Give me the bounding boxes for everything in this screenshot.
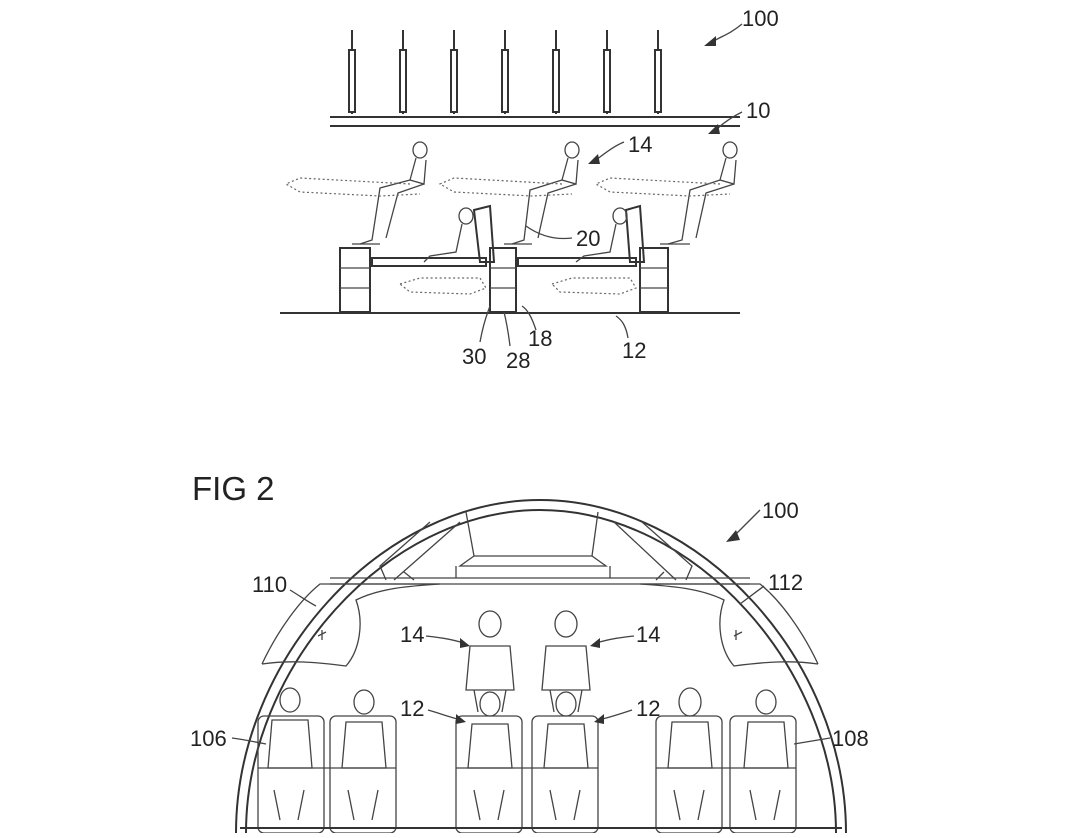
lower-passenger-2 (550, 207, 637, 295)
seat-rows (240, 715, 842, 834)
label-30: 30 (462, 344, 486, 369)
passenger-left-2 (341, 689, 387, 821)
label-12-right: 12 (636, 696, 660, 721)
label-108: 108 (832, 726, 869, 751)
label-112: 112 (768, 570, 803, 595)
overhead-bins (261, 583, 819, 667)
passenger-center-1 (467, 691, 513, 821)
seat-right-2 (729, 715, 797, 834)
label-18: 18 (528, 326, 552, 351)
seat-right-1 (655, 715, 723, 834)
label-100-fig2: 100 (762, 498, 799, 523)
seat-center-2 (531, 715, 599, 834)
passenger-right-1 (667, 687, 713, 821)
label-106: 106 (190, 726, 227, 751)
top-figure-leaders (479, 23, 743, 347)
seat-left-2 (329, 715, 397, 834)
fig2-leaders (231, 509, 831, 745)
overhead-bin-right (639, 583, 819, 667)
seat-base-left (339, 247, 371, 313)
fuselage-shell (235, 498, 847, 834)
label-110: 110 (252, 572, 287, 597)
label-100-top: 100 (742, 6, 779, 31)
upper-passenger-left (465, 610, 515, 713)
seat-center-1 (455, 715, 523, 834)
side-view-figure: 100 10 14 20 30 28 18 12 (280, 6, 779, 373)
upper-passenger-2 (438, 141, 580, 245)
overhead-bin-left (261, 583, 441, 667)
label-14-left: 14 (400, 622, 424, 647)
seat-left-1 (257, 715, 325, 834)
label-28: 28 (506, 348, 530, 373)
label-12-top: 12 (622, 338, 646, 363)
ceiling-hanger-rods (348, 30, 662, 114)
lower-seats (339, 204, 669, 313)
lower-passenger-1 (398, 207, 487, 295)
ceiling-rails (330, 116, 740, 127)
lower-passengers (267, 687, 789, 821)
passenger-center-2 (543, 691, 589, 821)
upper-passengers (284, 141, 738, 245)
passenger-106 (267, 687, 313, 821)
ceiling-structure (330, 511, 750, 585)
upper-passenger-3 (594, 141, 738, 245)
passenger-108 (743, 689, 789, 821)
upper-deck-passengers (465, 610, 591, 713)
top-figure-labels: 100 10 14 20 30 28 18 12 (462, 6, 779, 373)
upper-passenger-right (541, 610, 591, 713)
label-20: 20 (576, 226, 600, 251)
label-14-right: 14 (636, 622, 660, 647)
label-12-left: 12 (400, 696, 424, 721)
fig2-labels: 100 110 112 14 14 12 12 106 108 (190, 498, 869, 751)
upper-passenger-1 (284, 141, 428, 245)
label-14-top: 14 (628, 132, 652, 157)
figure-title: FIG 2 (192, 470, 275, 507)
fig2-cross-section: FIG 2 (190, 470, 869, 834)
label-10: 10 (746, 98, 770, 123)
